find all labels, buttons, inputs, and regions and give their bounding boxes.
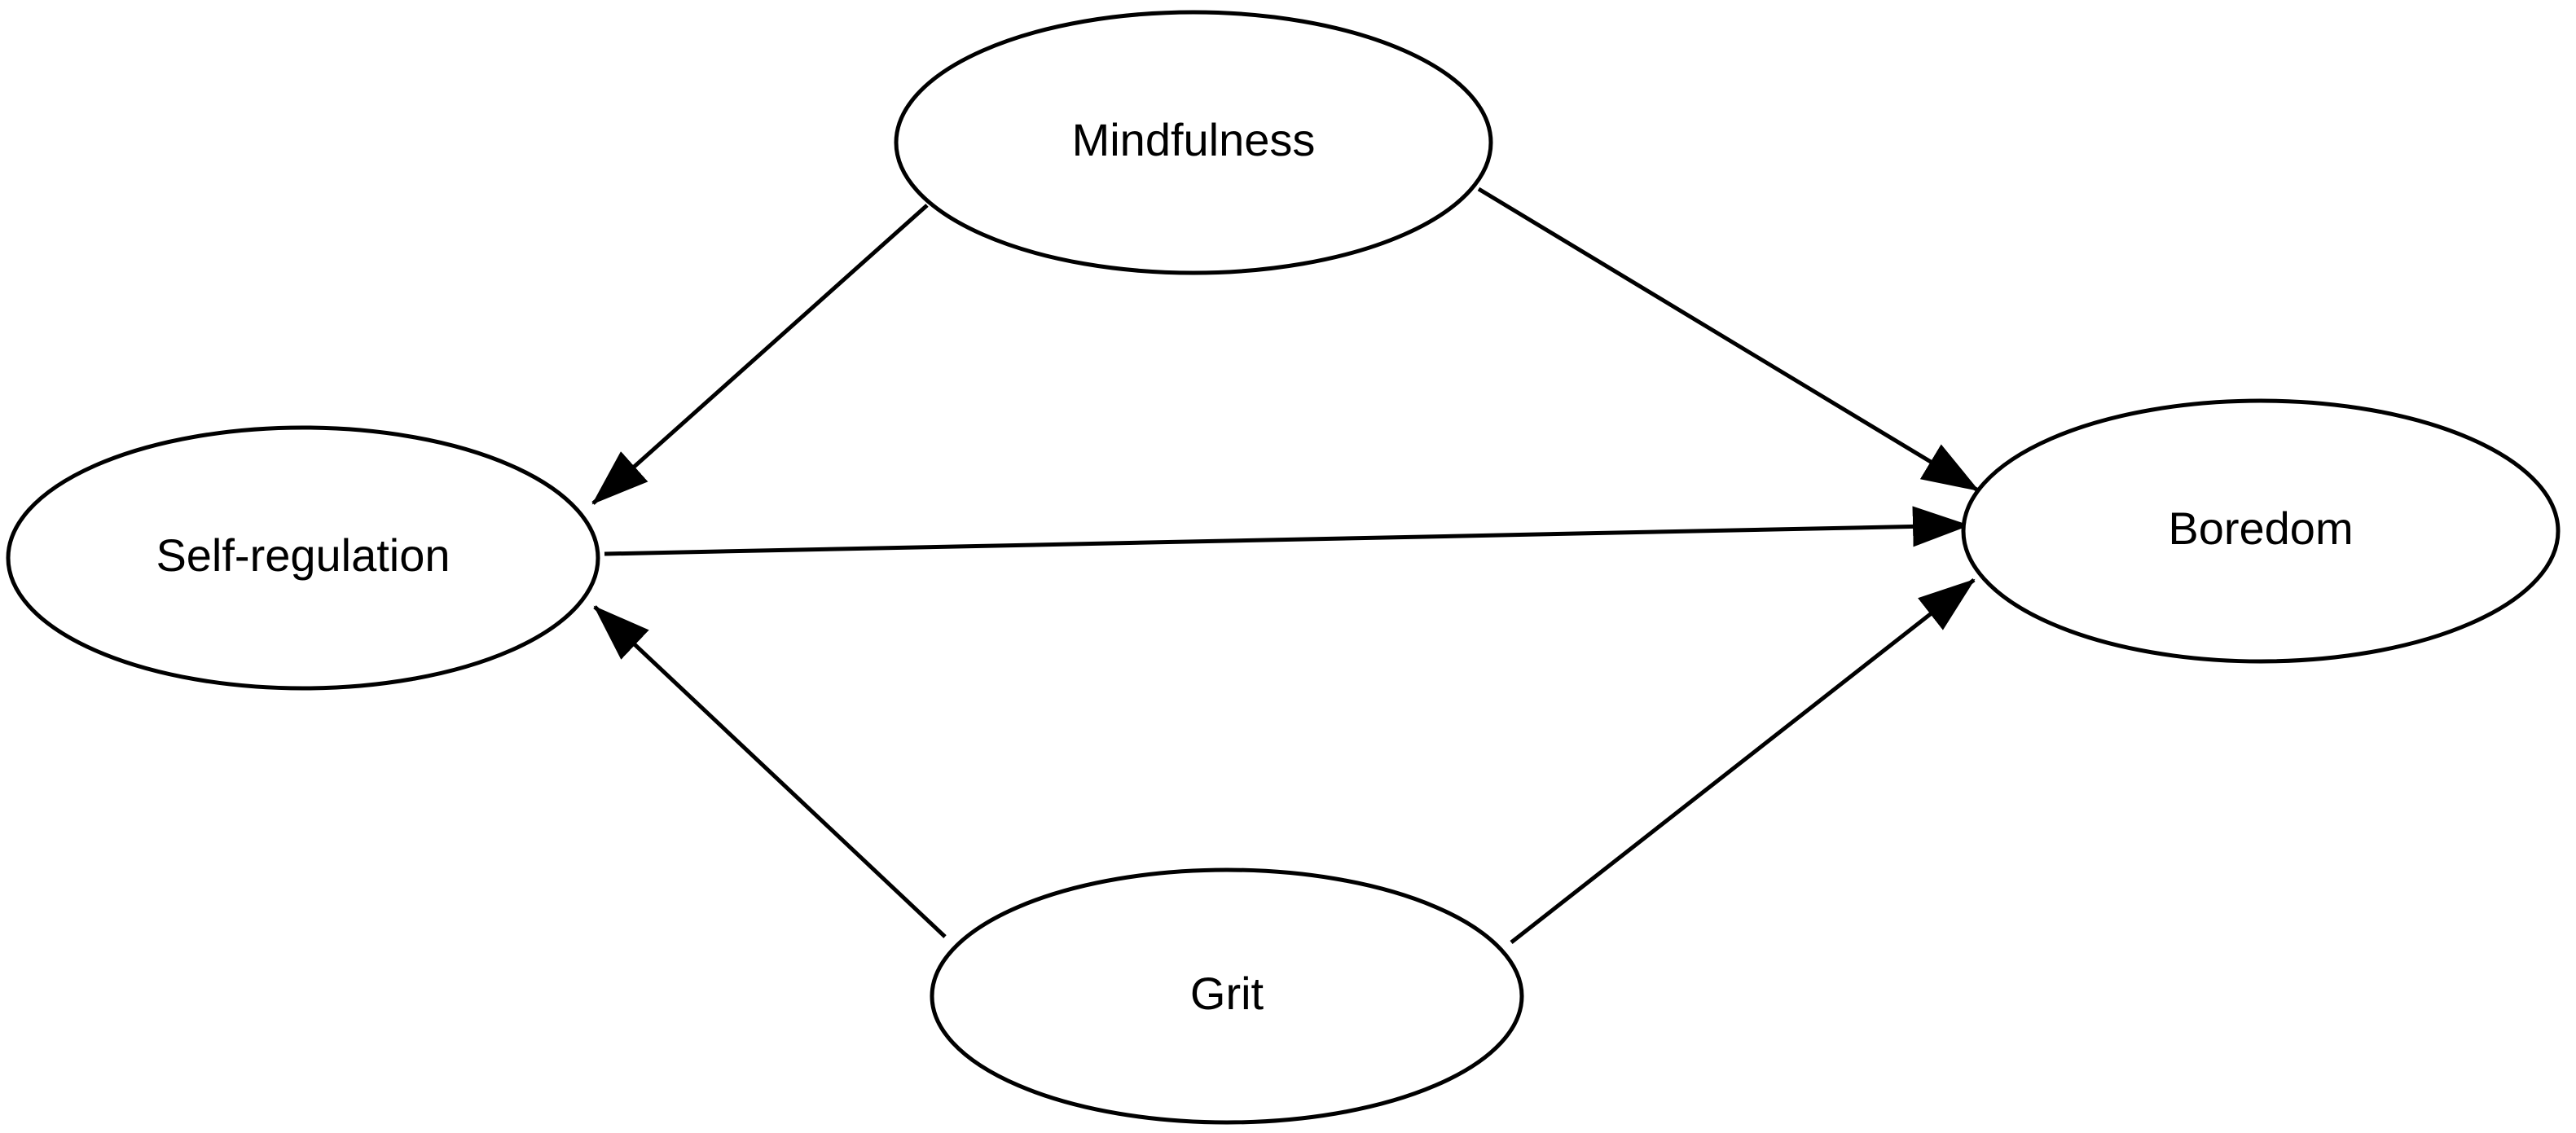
node-self-regulation-ellipse — [6, 425, 600, 691]
edges — [591, 187, 1980, 944]
node-grit-ellipse — [930, 867, 1524, 1125]
edge-grit-to-self-regulation — [593, 605, 947, 938]
node-mindfulness-ellipse — [894, 10, 1493, 275]
edge-mindfulness-to-boredom — [1477, 187, 1980, 493]
edge-grit-to-boredom — [1510, 578, 1976, 944]
node-mindfulness-label: Mindfulness — [1072, 114, 1316, 165]
node-grit: Grit — [930, 867, 1524, 1125]
node-grit-label: Grit — [1190, 968, 1264, 1019]
edge-mindfulness-to-self-regulation — [591, 204, 929, 505]
edge-self-regulation-to-boredom — [604, 506, 1970, 556]
node-self-regulation-label: Self-regulation — [156, 529, 450, 581]
node-boredom-label: Boredom — [2168, 503, 2353, 554]
nodes: Mindfulness Self-regulation Boredom Grit — [6, 10, 2561, 1125]
node-self-regulation: Self-regulation — [6, 425, 600, 691]
node-boredom-ellipse — [1961, 398, 2561, 664]
node-boredom: Boredom — [1961, 398, 2561, 664]
node-mindfulness: Mindfulness — [894, 10, 1493, 275]
